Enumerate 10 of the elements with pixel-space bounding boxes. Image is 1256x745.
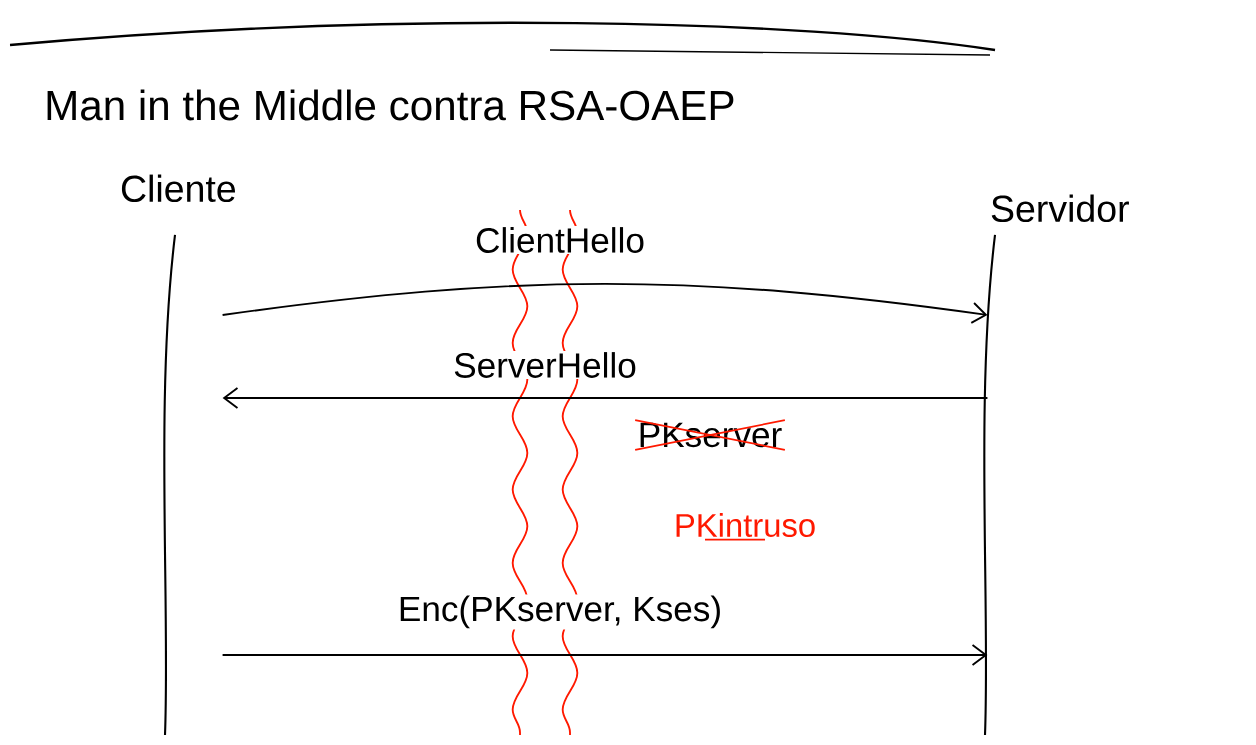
arrow <box>221 644 988 666</box>
edge-label: ServerHello <box>454 352 636 378</box>
edge-label: ClientHello <box>476 227 644 253</box>
arrow <box>222 387 989 409</box>
participant: Servidor <box>983 194 1129 735</box>
edge-label: Enc(PKserver, Kses) <box>400 595 720 629</box>
arrow <box>221 282 988 324</box>
title: Man in the Middle contra RSA-OAEP <box>47 89 734 121</box>
annotation: PKintruso <box>676 512 815 541</box>
participant: Cliente <box>121 174 235 735</box>
